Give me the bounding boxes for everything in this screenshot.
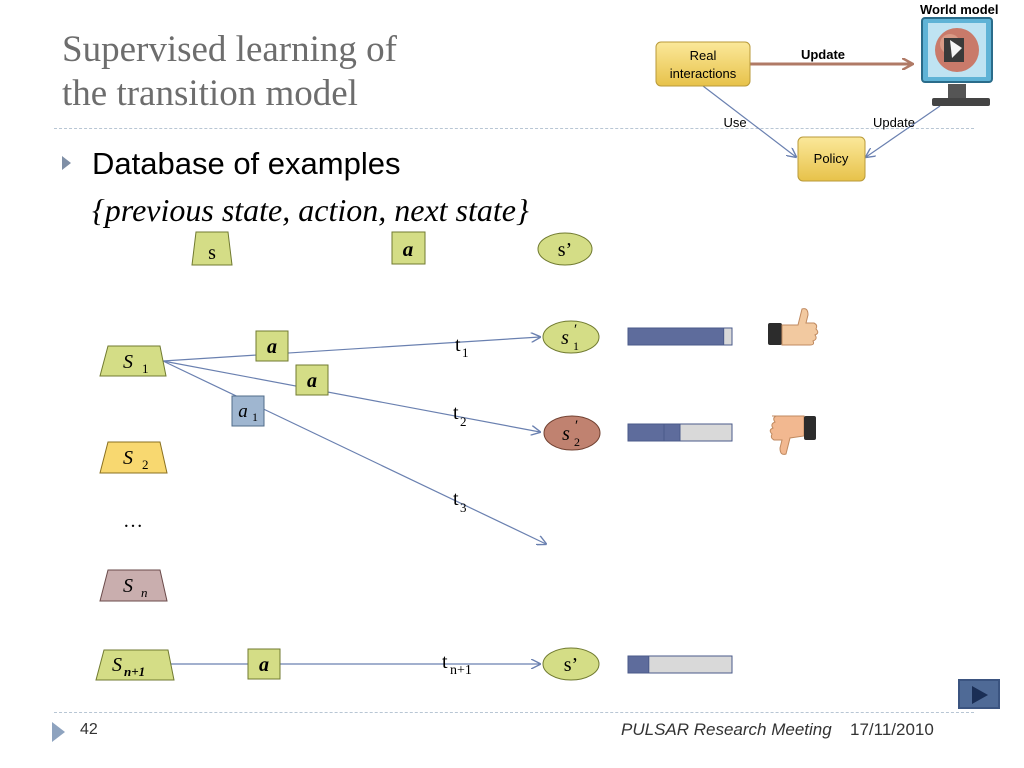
action-a-bottom: a: [247, 648, 281, 680]
state-sn1: S n+1: [95, 649, 175, 681]
s2-subscript: 2: [142, 457, 149, 472]
action-a-mid: a: [295, 364, 329, 396]
footer-arrow-icon: [52, 722, 65, 742]
state-sn: S n: [99, 569, 168, 602]
real-interactions-box: [655, 41, 751, 87]
confidence-bars: [627, 327, 733, 674]
result-sprime: s’: [542, 647, 600, 681]
r1-prime: ′: [574, 322, 577, 338]
a-bottom-label: a: [259, 654, 269, 676]
transition-arrows: [162, 337, 546, 664]
r2-label: s: [562, 423, 570, 445]
state-s2: S 2: [99, 441, 168, 474]
footer-date: 17/11/2010: [850, 720, 934, 739]
next-slide-button[interactable]: [958, 679, 1000, 709]
t2-arrow: [162, 360, 540, 432]
bar-fill: [627, 327, 725, 346]
bullet-text: Database of examples: [92, 146, 401, 181]
t2-subscript: 2: [460, 414, 467, 429]
world-model-diagram: Real interactions Update Use Update Poli…: [655, 17, 993, 182]
t1-arrow: [162, 337, 540, 362]
result-s1prime: s ′ 1: [542, 320, 600, 354]
tn1-subscript: n+1: [450, 663, 472, 678]
a-top-label: a: [267, 336, 277, 358]
t3-label: t: [453, 488, 459, 510]
use-arrow: [702, 85, 796, 157]
r2-subscript: 2: [574, 435, 580, 449]
ellipsis: …: [123, 510, 143, 532]
policy-box: [797, 136, 866, 182]
sn1-label: S: [112, 654, 122, 676]
sn-label: S: [123, 575, 133, 597]
next-slide-icon: [972, 686, 988, 704]
title-divider: [54, 128, 974, 129]
bullet-arrow-icon: [62, 156, 71, 170]
footer-divider: [54, 712, 974, 713]
a1-label: a: [238, 401, 248, 422]
bullet-subtext: {previous state, action, next state}: [92, 192, 529, 228]
r3-label: s’: [564, 654, 578, 676]
r1-label: s: [561, 327, 569, 349]
update-right-label: Update: [873, 115, 915, 130]
state-s1: S 1: [99, 345, 167, 377]
sn-subscript: n: [141, 585, 148, 600]
a-mid-label: a: [307, 370, 317, 392]
real-label-2: interactions: [670, 66, 737, 81]
s1-subscript: 1: [142, 361, 149, 376]
action-a1: a 1: [231, 395, 265, 427]
t1-subscript: 1: [462, 345, 469, 360]
policy-label: Policy: [814, 151, 849, 166]
s2-label: S: [123, 447, 133, 469]
t1-label: t: [455, 334, 461, 356]
legend-row: s a s’: [191, 231, 593, 266]
title-line-1: Supervised learning of: [62, 29, 397, 70]
use-label: Use: [723, 115, 746, 130]
tn1-label: t: [442, 651, 448, 673]
t3-subscript: 3: [460, 500, 467, 515]
t3-arrow: [162, 360, 546, 544]
r2-prime: ′: [575, 418, 578, 434]
sn1-subscript: n+1: [124, 664, 145, 679]
bar-fill: [627, 655, 650, 674]
real-label-1: Real: [690, 48, 717, 63]
legend-next-state-ellipse: [537, 232, 593, 266]
title-line-2: the transition model: [62, 73, 358, 114]
t2-label: t: [453, 402, 459, 424]
update-policy-arrow: [866, 105, 941, 157]
action-a-top: a: [255, 330, 289, 362]
r1-subscript: 1: [573, 339, 579, 353]
a1-subscript: 1: [252, 410, 258, 424]
legend-state-trapezoid: [191, 231, 233, 266]
page-number: 42: [80, 721, 98, 738]
result-s2prime: s ′ 2: [543, 415, 601, 451]
bar-fill: [627, 423, 681, 442]
legend-action-box: [391, 231, 426, 265]
world-model-label: World model: [920, 2, 999, 17]
legend-sprime-label: s’: [558, 239, 572, 261]
world-model-monitor-icon: [921, 17, 993, 106]
thumbs-down-icon: [769, 415, 816, 455]
footer-meeting: PULSAR Research Meeting: [621, 720, 832, 739]
legend-s-label: s: [208, 242, 216, 264]
thumbs-up-icon: [768, 308, 819, 346]
update-label: Update: [801, 47, 845, 62]
legend-a-label: a: [403, 237, 414, 261]
s1-label: S: [123, 351, 133, 373]
